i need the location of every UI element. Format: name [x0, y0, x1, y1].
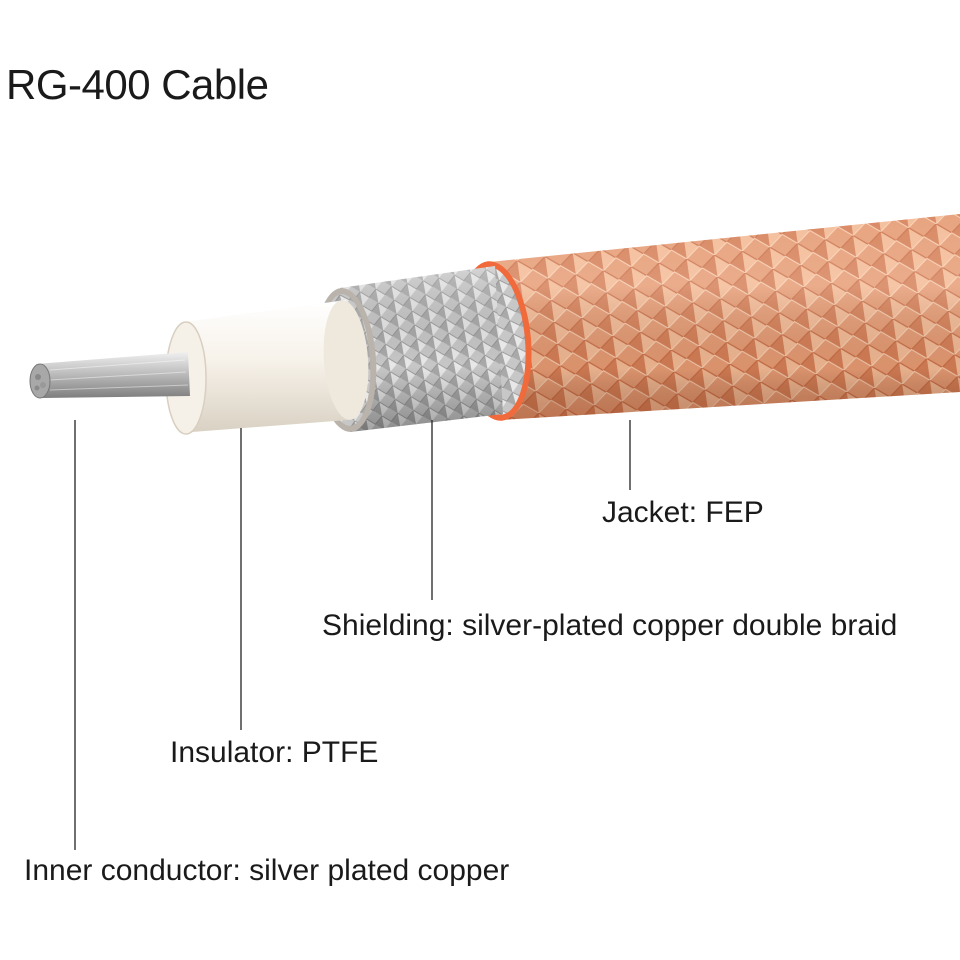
label-shielding: Shielding: silver-plated copper double b… [322, 609, 898, 642]
leader-lines [74, 420, 631, 850]
jacket-layer [458, 214, 960, 421]
insulator-layer [165, 300, 369, 435]
label-jacket: Jacket: FEP [602, 496, 764, 529]
conductor-layer [29, 352, 190, 399]
label-inner-conductor: Inner conductor: silver plated copper [24, 854, 510, 887]
diagram-title: RG-400 Cable [6, 61, 269, 108]
label-insulator: Insulator: PTFE [170, 736, 379, 769]
